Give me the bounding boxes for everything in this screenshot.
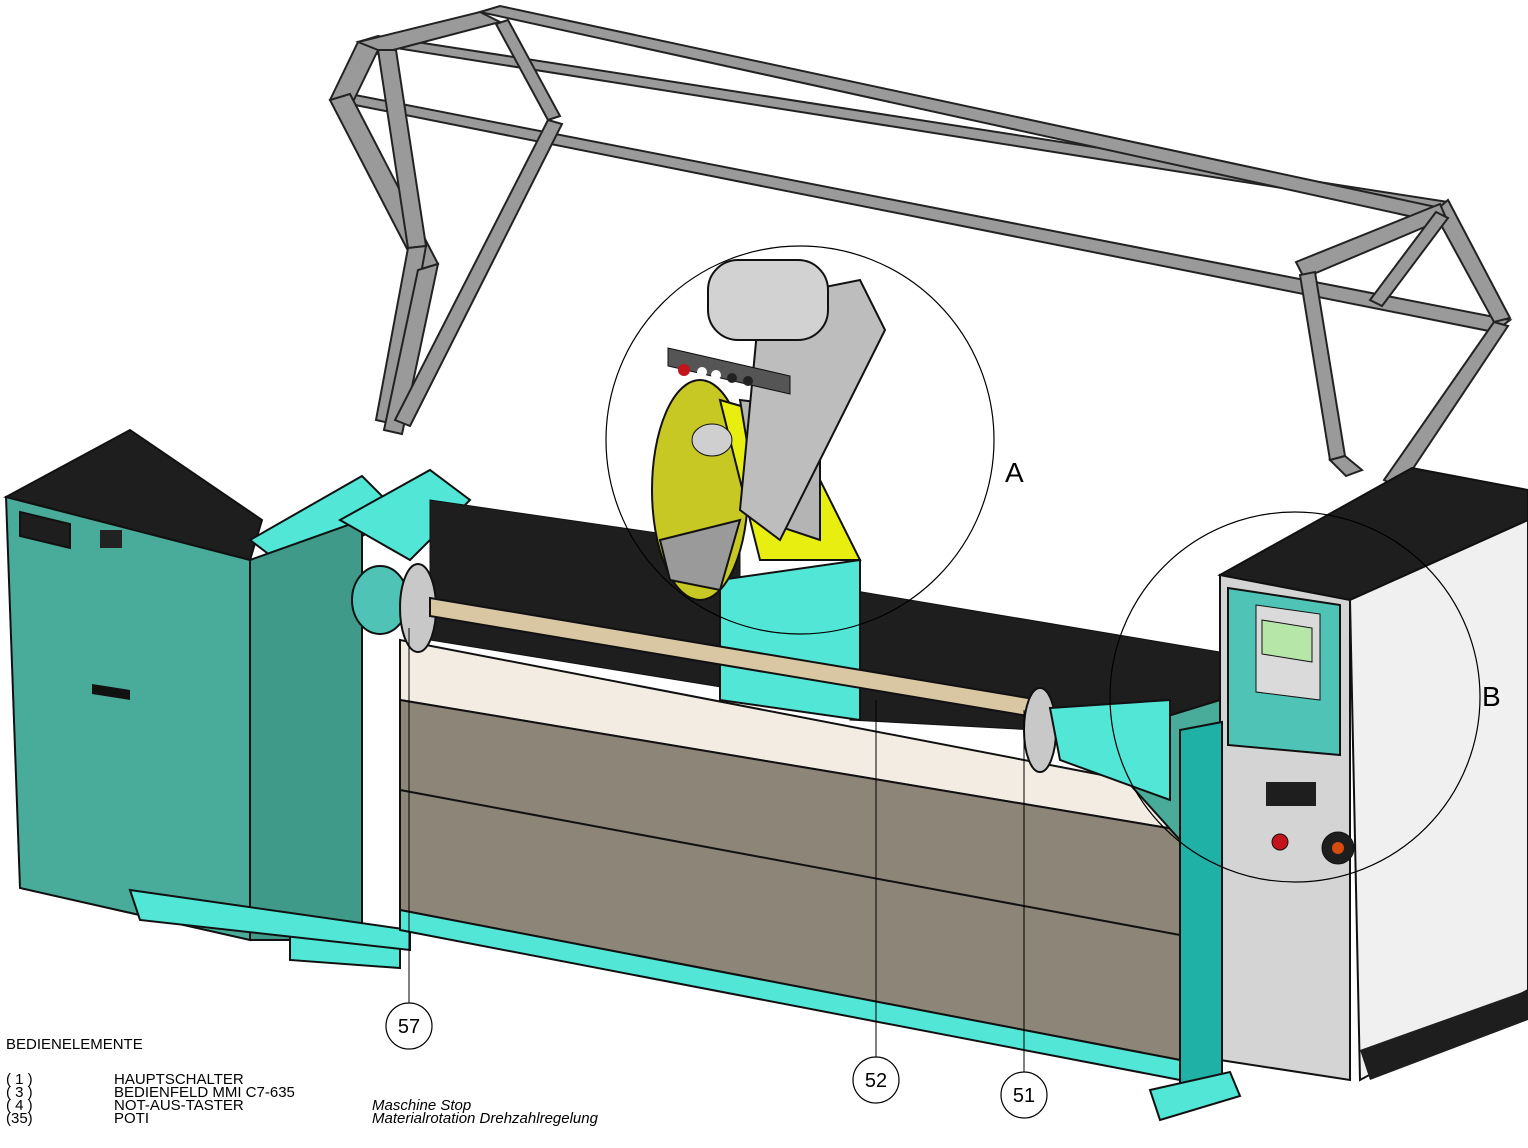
- overhead-frame: [328, 4, 1513, 490]
- callout-label-52: 52: [865, 1070, 887, 1092]
- legend-text: BEDIENFELD MMI C7-635: [114, 1084, 295, 1101]
- legend-text: NOT-AUS-TASTER: [114, 1097, 244, 1114]
- callout-57: 57: [385, 1002, 433, 1050]
- callout-label-51: 51: [1013, 1085, 1035, 1107]
- control-cabinet: [1148, 466, 1528, 1122]
- detail-circle-a: [605, 245, 995, 635]
- legend-number: ( 3 ): [6, 1084, 33, 1101]
- legend-text: HAUPTSCHALTER: [114, 1071, 244, 1088]
- callout-51: 51: [1000, 1071, 1048, 1119]
- legend-row: ( 4 ) NOT-AUS-TASTER Maschine Stop: [6, 1097, 471, 1114]
- legend-note: Materialrotation Drehzahlregelung: [372, 1110, 598, 1127]
- callout-52: 52: [852, 1056, 900, 1104]
- legend-title: BEDIENELEMENTE: [6, 1036, 143, 1053]
- detail-label-a: A: [1005, 457, 1024, 488]
- cutter-unit: [651, 259, 887, 722]
- legend-number: ( 1 ): [6, 1071, 33, 1088]
- legend-number: (35): [6, 1110, 33, 1127]
- legend-row: (35) POTI Materialrotation Drehzahlregel…: [6, 1110, 598, 1127]
- controls-legend: BEDIENELEMENTE ( 1 ) HAUPTSCHALTER ( 3 )…: [6, 1036, 598, 1127]
- shaft-assembly: [351, 563, 1171, 802]
- detail-circle-b: [1109, 511, 1481, 883]
- detail-label-b: B: [1482, 681, 1501, 712]
- legend-number: ( 4 ): [6, 1097, 33, 1114]
- left-cabinet: [3, 428, 472, 970]
- callout-label-57: 57: [398, 1016, 420, 1038]
- legend-row: ( 1 ) HAUPTSCHALTER: [6, 1071, 244, 1088]
- legend-row: ( 3 ) BEDIENFELD MMI C7-635: [6, 1084, 295, 1101]
- legend-note: Maschine Stop: [372, 1097, 472, 1114]
- legend-text: POTI: [114, 1110, 150, 1127]
